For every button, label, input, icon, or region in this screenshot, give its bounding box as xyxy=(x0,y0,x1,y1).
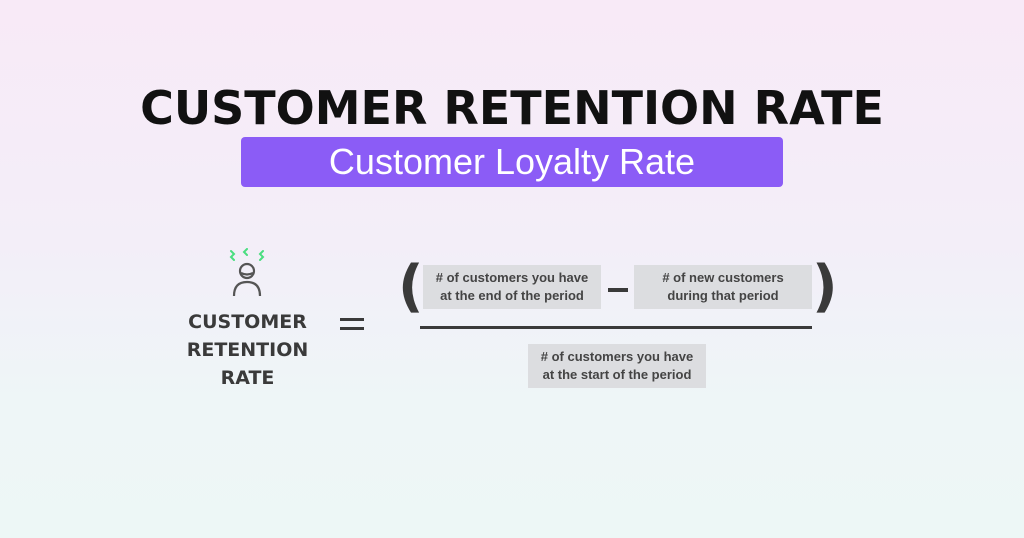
fraction-bar xyxy=(420,326,812,329)
term-line: # of customers you have xyxy=(435,270,589,285)
subtitle-badge: Customer Loyalty Rate xyxy=(241,137,783,187)
equals-sign xyxy=(340,318,364,332)
term-new-customers: # of new customers during that period xyxy=(634,265,812,309)
stressed-person-icon xyxy=(229,248,265,297)
close-parenthesis: ) xyxy=(812,254,838,319)
formula-label-line: RATE xyxy=(220,367,275,389)
term-line: during that period xyxy=(667,288,779,303)
term-line: # of new customers xyxy=(662,270,784,285)
term-customers-end: # of customers you have at the end of th… xyxy=(423,265,601,309)
formula-label: CUSTOMER RETENTION RATE xyxy=(170,308,325,392)
term-line: at the start of the period xyxy=(542,367,692,382)
term-line: at the end of the period xyxy=(440,288,584,303)
page-title: CUSTOMER RETENTION RATE xyxy=(140,81,884,135)
term-line: # of customers you have xyxy=(540,349,694,364)
open-parenthesis: ( xyxy=(398,254,424,319)
term-customers-start: # of customers you have at the start of … xyxy=(528,344,706,388)
formula-label-line: CUSTOMER xyxy=(188,311,307,333)
minus-sign xyxy=(608,288,628,292)
formula-label-line: RETENTION xyxy=(186,339,309,361)
